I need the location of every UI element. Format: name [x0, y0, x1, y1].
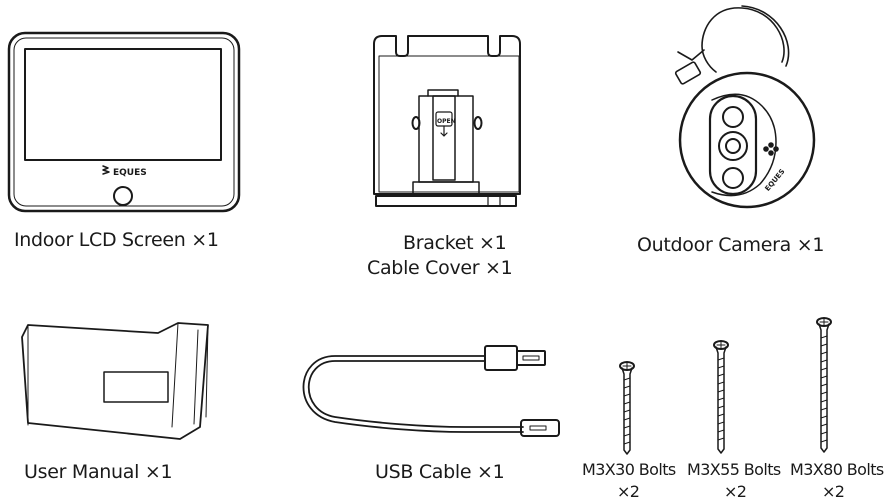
- manual-illustration: [22, 323, 208, 439]
- bracket-open-tag: OPEN: [437, 118, 456, 125]
- bolt-m3x55-qty: ×2: [724, 482, 747, 501]
- cable-cover-label: Cable Cover ×1: [367, 257, 513, 279]
- bracket-illustration: [374, 36, 520, 206]
- bolt-m3x30-illustration: [620, 362, 634, 454]
- lcd-screen-illustration: [9, 33, 239, 211]
- usb-cable-illustration: [303, 346, 559, 436]
- bracket-label: Bracket ×1: [403, 232, 507, 254]
- camera-label: Outdoor Camera ×1: [637, 234, 825, 256]
- bolt-m3x80-label: M3X80 Bolts: [790, 460, 884, 479]
- camera-illustration: [675, 6, 814, 207]
- usb-cable-label: USB Cable ×1: [375, 461, 505, 483]
- bolt-m3x30-label: M3X30 Bolts: [582, 460, 676, 479]
- bolt-m3x80-qty: ×2: [822, 482, 845, 501]
- bolt-m3x55-label: M3X55 Bolts: [687, 460, 781, 479]
- lcd-screen-label: Indoor LCD Screen ×1: [14, 229, 219, 251]
- camera-brand-logo: EQUES: [764, 168, 787, 193]
- lcd-brand-logo: EQUES: [113, 168, 147, 178]
- manual-label: User Manual ×1: [24, 461, 173, 483]
- bolt-m3x55-illustration: [714, 341, 728, 453]
- bolt-m3x80-illustration: [817, 318, 831, 452]
- bolt-m3x30-qty: ×2: [617, 482, 640, 501]
